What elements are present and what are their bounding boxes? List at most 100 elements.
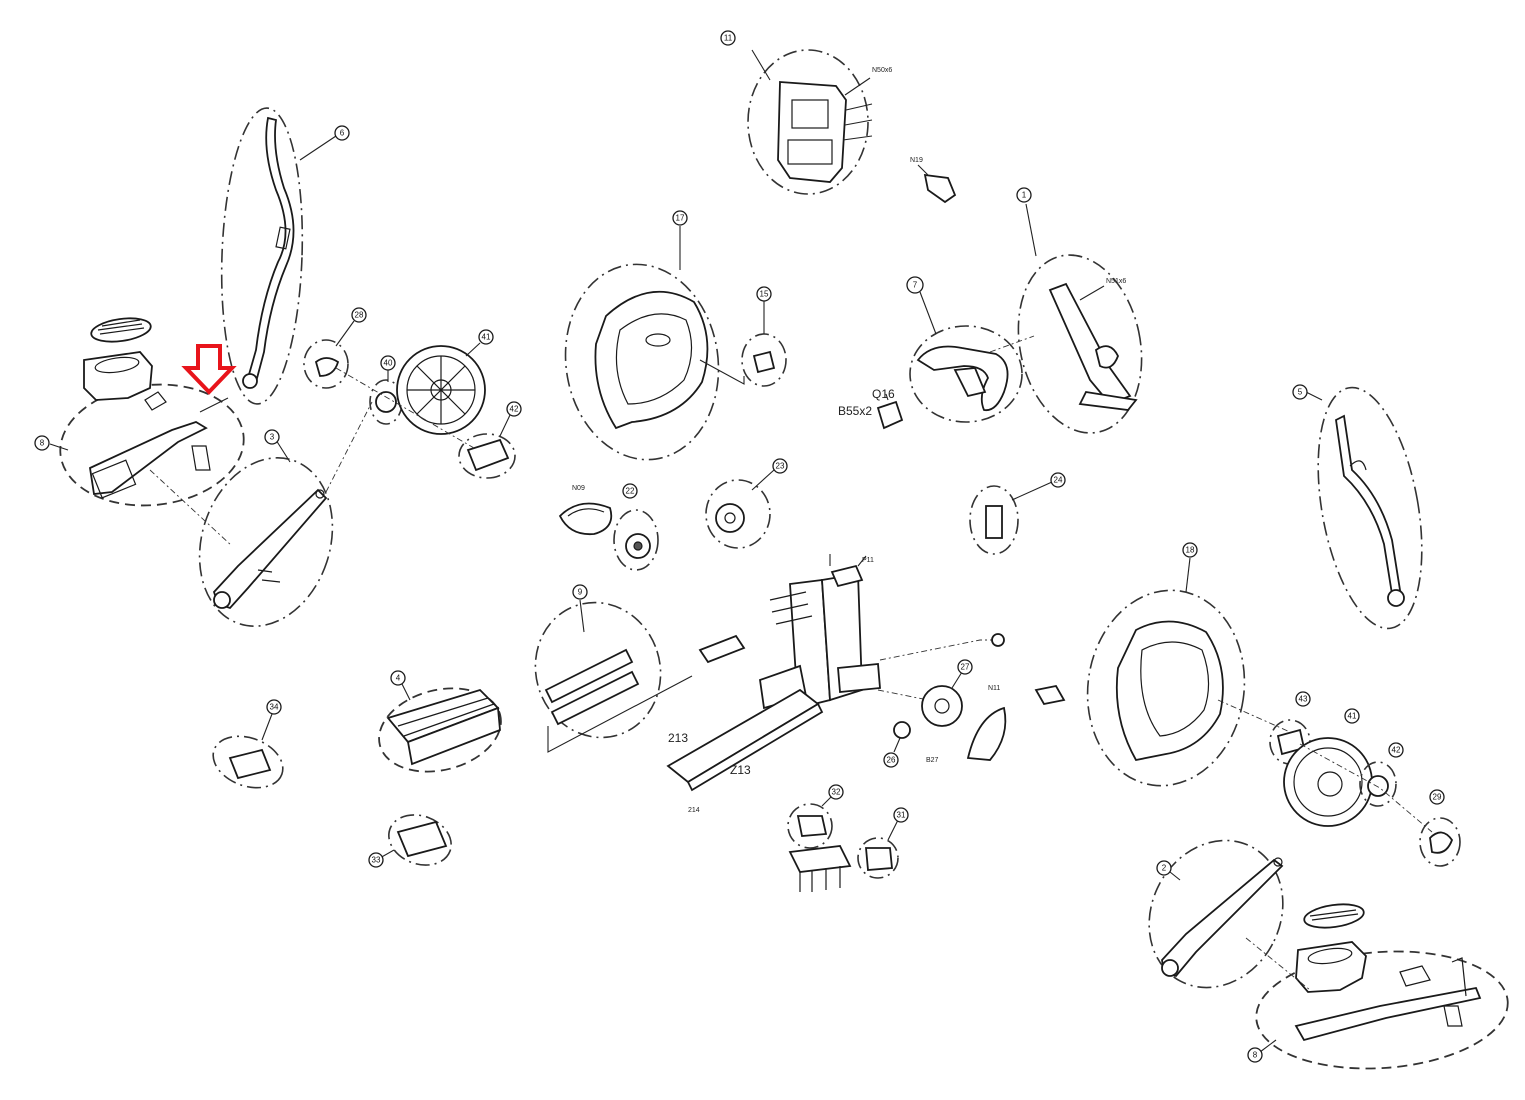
left-handlebar-pivot bbox=[242, 373, 258, 389]
svg-text:42: 42 bbox=[510, 405, 519, 414]
callout-8-left: 8 bbox=[34, 435, 50, 451]
part-24 bbox=[985, 505, 1003, 539]
handle-7-outline bbox=[909, 325, 1023, 423]
callout-33: 33 bbox=[368, 852, 384, 868]
cover-18-outline bbox=[1086, 589, 1246, 787]
code-214: 214 bbox=[688, 807, 700, 814]
callout-17: 17 bbox=[672, 210, 688, 226]
callout-34: 34 bbox=[266, 699, 282, 715]
callout-24: 24 bbox=[1050, 472, 1066, 488]
svg-text:28: 28 bbox=[355, 311, 364, 320]
handle-7-assembly bbox=[909, 291, 1035, 423]
svg-text:3: 3 bbox=[270, 433, 275, 442]
svg-text:33: 33 bbox=[372, 856, 381, 865]
part-28 bbox=[314, 357, 340, 377]
right-handlebar-tube bbox=[1335, 414, 1401, 596]
callout-41: 41 bbox=[478, 329, 494, 345]
drive-belt: N09 bbox=[558, 485, 613, 536]
frame-base-outline bbox=[378, 687, 502, 773]
callout-42-right: 42 bbox=[1388, 742, 1404, 758]
console-keypad bbox=[787, 139, 833, 165]
part-26 bbox=[893, 721, 911, 739]
code-n51x6: N51x6 bbox=[1106, 278, 1126, 285]
right-arm-bar bbox=[1161, 858, 1284, 978]
left-arm-assembly bbox=[198, 439, 334, 627]
svg-text:8: 8 bbox=[1253, 1051, 1258, 1060]
svg-text:11: 11 bbox=[724, 34, 733, 43]
code-p11: P11 bbox=[862, 557, 874, 564]
left-pedal-pad bbox=[90, 317, 152, 343]
callout-4: 4 bbox=[390, 670, 406, 686]
sensor-n19 bbox=[917, 164, 957, 204]
svg-text:32: 32 bbox=[832, 788, 841, 797]
callout-29: 29 bbox=[1429, 789, 1445, 805]
code-n50x6: N50x6 bbox=[872, 67, 892, 74]
right-arm-assembly bbox=[1148, 839, 1284, 989]
highlight-arrow-icon bbox=[181, 344, 237, 395]
right-arm-outline bbox=[1148, 839, 1284, 989]
svg-text:8: 8 bbox=[40, 439, 45, 448]
left-handlebar-tube bbox=[246, 116, 295, 384]
left-pedal-assembly bbox=[49, 317, 245, 507]
svg-text:41: 41 bbox=[482, 333, 491, 342]
right-pedal-pad bbox=[1303, 903, 1365, 929]
callout-18: 18 bbox=[1182, 542, 1198, 558]
callout-40: 40 bbox=[380, 355, 396, 371]
stabilizer-bar-2 bbox=[550, 670, 640, 726]
svg-text:6: 6 bbox=[340, 129, 345, 138]
main-frame-assembly: 213 Z13 214 P11 bbox=[666, 554, 1000, 814]
code-213: 213 bbox=[668, 731, 688, 745]
callout-3: 3 bbox=[264, 429, 280, 445]
svg-text:17: 17 bbox=[676, 214, 685, 223]
callout-7: 7 bbox=[906, 276, 924, 294]
left-pedal-arm bbox=[89, 421, 208, 495]
part-28-outline bbox=[303, 339, 349, 389]
part-29 bbox=[1429, 831, 1454, 854]
part-42-r-outline bbox=[1359, 761, 1397, 807]
callout-43-right: 43 bbox=[1295, 691, 1311, 707]
part-34-assembly bbox=[212, 713, 284, 789]
callout-5: 5 bbox=[1292, 384, 1308, 400]
right-handlebar-assembly bbox=[1305, 386, 1423, 630]
right-handlebar-pivot bbox=[1387, 589, 1405, 607]
part-23-outline bbox=[705, 479, 771, 549]
part-23 bbox=[715, 503, 745, 533]
svg-text:4: 4 bbox=[396, 674, 401, 683]
right-handlebar-outline bbox=[1317, 386, 1423, 630]
svg-text:9: 9 bbox=[578, 588, 583, 597]
console-mast-tube bbox=[1048, 282, 1132, 406]
part-33 bbox=[396, 820, 448, 858]
right-pedal-assembly bbox=[1245, 903, 1509, 1070]
callout-31: 31 bbox=[893, 807, 909, 823]
callout-2: 2 bbox=[1156, 860, 1172, 876]
svg-text:7: 7 bbox=[913, 281, 918, 290]
svg-text:31: 31 bbox=[897, 811, 906, 820]
part-31 bbox=[865, 847, 893, 871]
callout-9: 9 bbox=[572, 584, 588, 600]
console-display bbox=[791, 99, 829, 129]
code-z13: Z13 bbox=[730, 763, 751, 777]
svg-text:43: 43 bbox=[1299, 695, 1308, 704]
svg-text:34: 34 bbox=[270, 703, 279, 712]
part-24-assembly bbox=[969, 481, 1053, 555]
callout-23: 23 bbox=[772, 458, 788, 474]
frame-base-assembly bbox=[378, 679, 502, 773]
left-cover-assembly bbox=[564, 226, 720, 461]
console-mast-assembly bbox=[1017, 203, 1143, 434]
right-flywheel-assembly bbox=[1269, 719, 1461, 867]
left-pedal-shell bbox=[83, 351, 153, 401]
svg-text:18: 18 bbox=[1186, 546, 1195, 555]
svg-text:40: 40 bbox=[384, 359, 393, 368]
part-32 bbox=[796, 815, 828, 837]
part-32-outline bbox=[787, 803, 833, 849]
fastener-q16 bbox=[876, 393, 904, 430]
part-33-outline bbox=[388, 814, 452, 866]
part-33-assembly bbox=[379, 814, 452, 866]
left-flywheel-assembly bbox=[303, 339, 516, 479]
callout-6: 6 bbox=[334, 125, 350, 141]
svg-text:41: 41 bbox=[1348, 712, 1357, 721]
callout-41-right: 41 bbox=[1344, 708, 1360, 724]
crank-pulley: N11 bbox=[966, 633, 1007, 761]
code-n09: N09 bbox=[572, 485, 585, 492]
part-40 bbox=[375, 391, 397, 413]
